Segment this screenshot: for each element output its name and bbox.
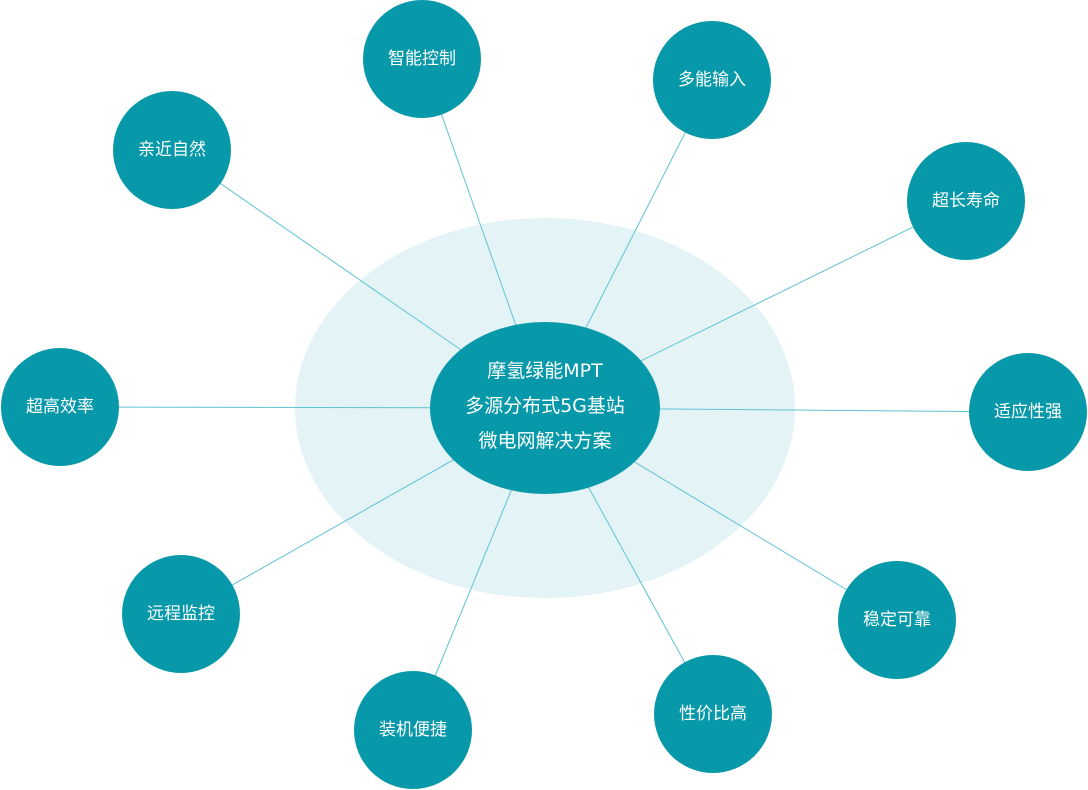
feature-label: 多能输入 xyxy=(678,70,746,90)
feature-label: 性价比高 xyxy=(679,704,747,724)
feature-label: 装机便捷 xyxy=(379,720,447,740)
feature-node-adaptability: 适应性强 xyxy=(969,353,1087,471)
feature-circle xyxy=(838,561,956,679)
feature-circle xyxy=(113,91,231,209)
feature-circle xyxy=(907,142,1025,260)
feature-circle xyxy=(363,0,481,118)
feature-circle xyxy=(122,555,240,673)
feature-node-easy-install: 装机便捷 xyxy=(354,671,472,789)
feature-node-remote-monitoring: 远程监控 xyxy=(122,555,240,673)
feature-node-cost-effective: 性价比高 xyxy=(654,655,772,773)
feature-circle xyxy=(653,21,771,139)
center-line-3: 微电网解决方案 xyxy=(478,430,611,452)
feature-label: 适应性强 xyxy=(994,402,1062,422)
feature-node-reliability: 稳定可靠 xyxy=(838,561,956,679)
feature-label: 超长寿命 xyxy=(932,191,1000,211)
feature-node-smart-control: 智能控制 xyxy=(363,0,481,118)
center-circle xyxy=(430,322,660,494)
feature-label: 智能控制 xyxy=(388,49,456,69)
feature-node-long-life: 超长寿命 xyxy=(907,142,1025,260)
feature-circle xyxy=(654,655,772,773)
feature-label: 亲近自然 xyxy=(138,140,206,160)
feature-circle xyxy=(969,353,1087,471)
center-line-1: 摩氢绿能MPT xyxy=(487,360,603,382)
feature-circle xyxy=(1,348,119,466)
feature-circle xyxy=(354,671,472,789)
feature-node-multi-input: 多能输入 xyxy=(653,21,771,139)
center-line-2: 多源分布式5G基站 xyxy=(465,395,625,417)
feature-label: 远程监控 xyxy=(147,604,215,624)
feature-node-close-to-nature: 亲近自然 xyxy=(113,91,231,209)
center-node: 摩氢绿能MPT 多源分布式5G基站 微电网解决方案 xyxy=(430,322,660,494)
feature-node-high-efficiency: 超高效率 xyxy=(1,348,119,466)
feature-label: 超高效率 xyxy=(26,397,94,417)
feature-label: 稳定可靠 xyxy=(863,610,931,630)
